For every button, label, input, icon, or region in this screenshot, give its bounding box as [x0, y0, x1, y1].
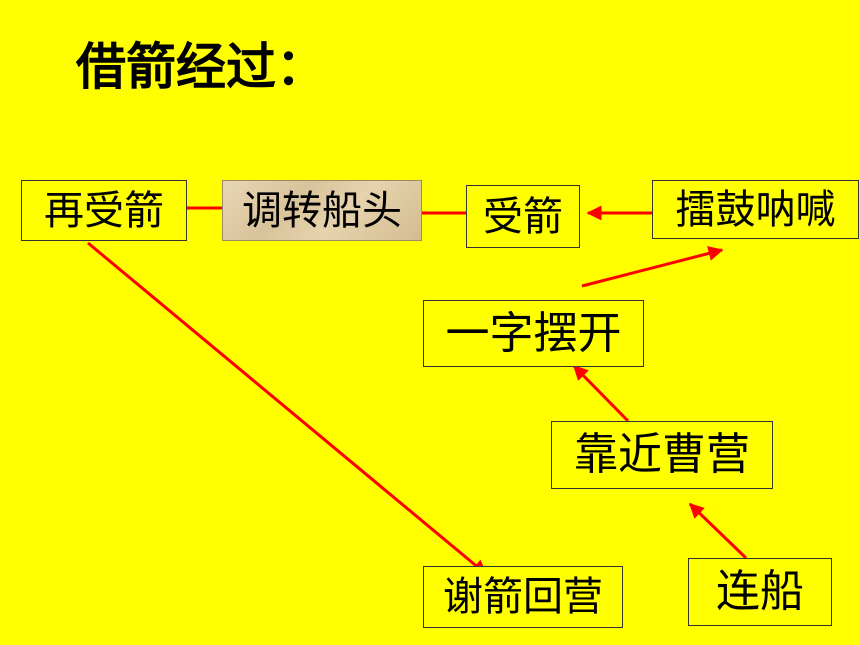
step-shou-jian: 受箭	[466, 185, 580, 248]
arrow-kaojin-to-yizi	[572, 364, 630, 423]
arrow-lianchuan-to-kaojin	[688, 502, 748, 560]
step-kao-jin-cao-ying: 靠近曹营	[551, 421, 773, 489]
step-lei-gu-na-han: 擂鼓呐喊	[652, 180, 859, 239]
step-lian-chuan: 连船	[688, 558, 832, 626]
step-tiao-zhuan-chuan-tou: 调转船头	[222, 180, 422, 241]
page-title: 借箭经过：	[76, 38, 326, 96]
step-xie-jian-hui-ying: 谢箭回营	[423, 566, 623, 628]
arrow-yizi-to-leigu	[581, 246, 724, 288]
step-yi-zi-bai-kai: 一字摆开	[423, 300, 644, 367]
step-zai-shou-jian: 再受箭	[21, 180, 187, 241]
arrow-zaishou-to-xiejian	[87, 241, 488, 576]
